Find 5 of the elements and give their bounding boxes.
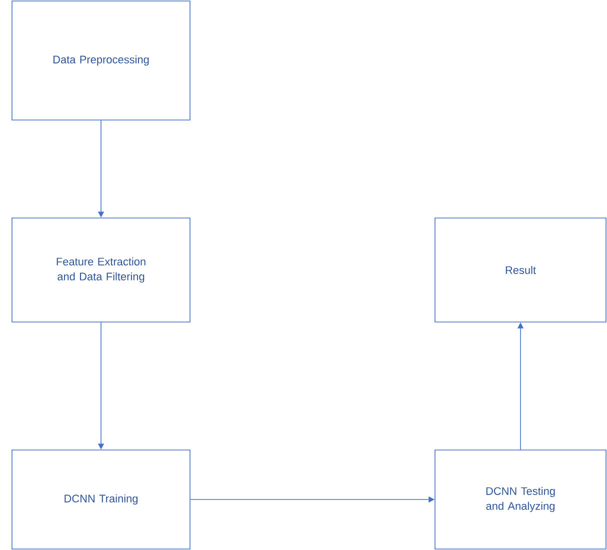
process-box: DCNN Training [12, 450, 190, 550]
process-box: Feature Extraction and Data Filtering [12, 218, 190, 322]
process-box: Data Preprocessing [12, 0, 190, 120]
process-box: DCNN Testing and Analyzing [434, 450, 606, 550]
process-box: Result [434, 218, 606, 322]
